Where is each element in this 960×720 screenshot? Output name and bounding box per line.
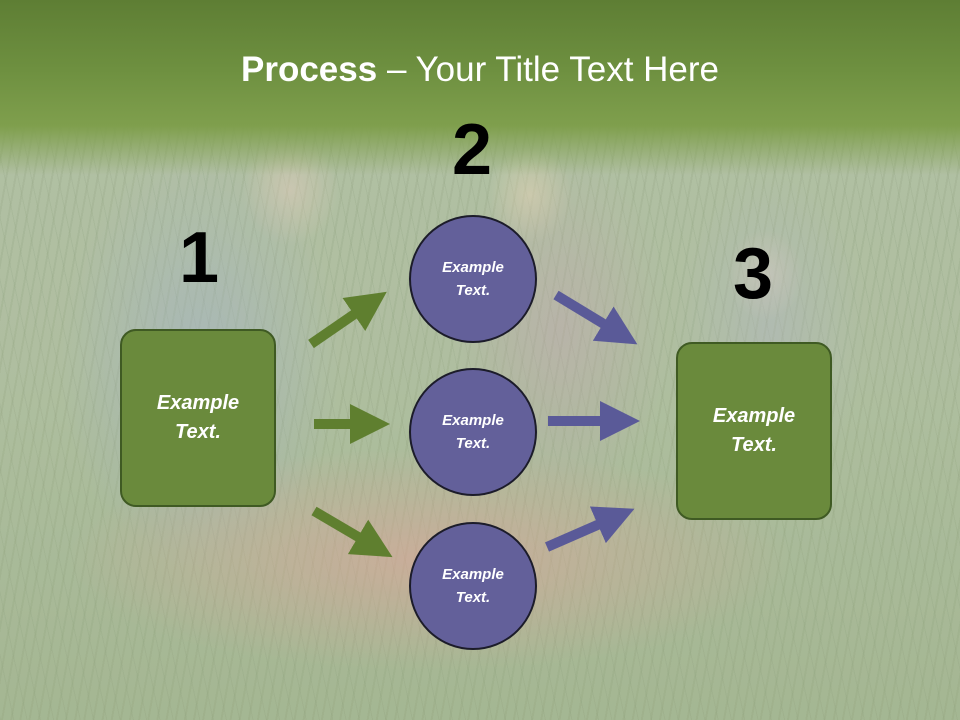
step-1-text-line1: Example [156,392,240,414]
slide-title: Process – Your Title Text Here [0,50,960,90]
arrow-right-icon [308,291,387,349]
title-band [0,0,960,175]
arrow-right-icon [311,506,393,558]
arrow-right-icon [544,506,635,552]
circle-bottom-line2: Text. [455,589,491,606]
step-2-circle-top: Example Text. [409,215,537,343]
step-2-circle-bottom: Example Text. [409,522,537,650]
step-1-box: Example Text. [120,329,276,507]
step-1-text-line2: Text. [175,421,221,443]
arrow-right-icon [553,290,638,345]
circle-bottom-line1: Example [442,566,504,583]
step-2-circle-middle: Example Text. [409,368,537,496]
step-3-text-line2: Text. [731,434,777,456]
circle-top-line2: Text. [455,282,491,299]
step-3-text-line1: Example [712,405,796,427]
circle-top-line1: Example [442,259,504,276]
step-number-1: 1 [178,218,220,298]
circle-middle-line2: Text. [455,435,491,452]
circle-middle-line1: Example [442,412,504,429]
step-number-2: 2 [451,110,493,190]
step-3-box: Example Text. [676,342,832,520]
step-number-3: 3 [732,234,774,314]
title-bold: Process [241,50,378,89]
title-rest: – Your Title Text Here [377,50,719,89]
